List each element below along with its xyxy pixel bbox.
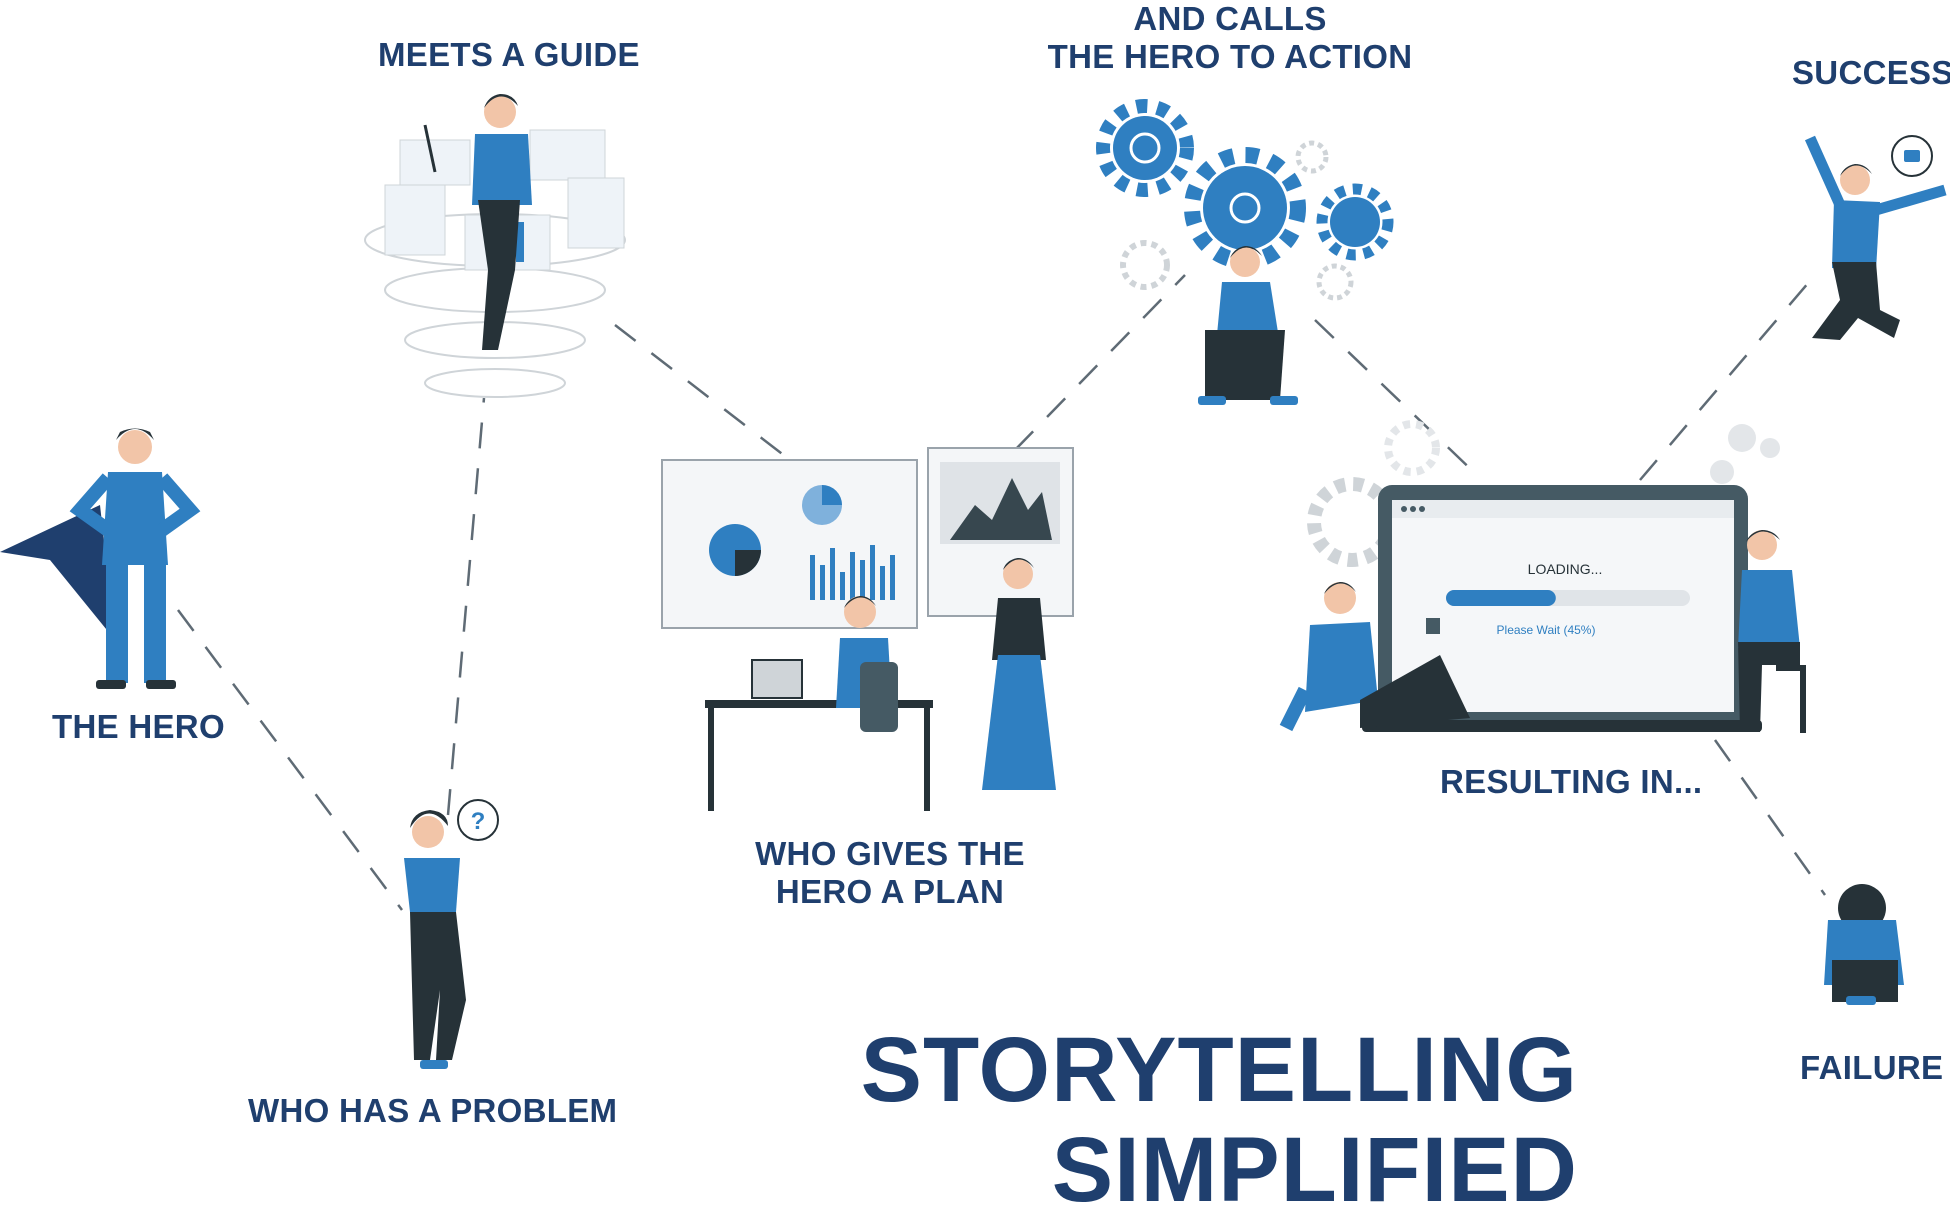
label-plan-line1: WHO GIVES THE	[755, 835, 1025, 872]
connector-plan-action	[1014, 274, 1186, 451]
connector-result-failure	[1713, 739, 1827, 896]
connector-problem-guide	[446, 397, 486, 816]
loading-heading: LOADING...	[1528, 561, 1603, 577]
label-action-line1: AND CALLS	[1133, 0, 1327, 37]
connector-hero-problem	[176, 609, 404, 911]
gear-icon	[1184, 147, 1306, 269]
gear-icon	[1096, 99, 1194, 197]
failure-figure	[1824, 884, 1904, 1005]
gear-icon	[1316, 183, 1394, 261]
problem-figure: ?	[404, 799, 499, 1069]
title-line1: STORYTELLING	[860, 1019, 1578, 1121]
progress-fill	[1446, 590, 1556, 606]
label-action-line2: THE HERO TO ACTION	[1047, 38, 1413, 75]
label-plan-line2: HERO A PLAN	[775, 873, 1005, 910]
guide-figure	[364, 94, 626, 398]
label-meets-a-guide: MEETS A GUIDE	[378, 36, 640, 73]
thumbs-up-icon	[1904, 150, 1920, 162]
label-failure: FAILURE	[1800, 1049, 1944, 1086]
plan-board-left	[661, 459, 918, 629]
label-the-hero: THE HERO	[52, 708, 225, 745]
label-who-has-a-problem: WHO HAS A PROBLEM	[248, 1092, 618, 1129]
label-success: SUCCESS	[1792, 54, 1950, 91]
hero-cape	[0, 505, 115, 640]
hero-head	[118, 430, 152, 464]
action-figure	[1096, 99, 1394, 405]
result-figure: LOADING... Please Wait (45%)	[1279, 420, 1806, 733]
question-mark: ?	[471, 808, 486, 835]
main-title: STORYTELLING SIMPLIFIED	[861, 1020, 1578, 1220]
label-who-gives-the-hero-a-plan: WHO GIVES THE HERO A PLAN	[700, 835, 1080, 911]
story-path	[176, 274, 1827, 911]
connector-result-success	[1639, 274, 1816, 481]
connector-action-result	[1314, 319, 1481, 479]
connector-guide-plan	[614, 324, 791, 461]
title-line2: SIMPLIFIED	[1051, 1119, 1578, 1221]
question-bubble	[457, 799, 499, 841]
hero-figure	[0, 428, 201, 689]
success-figure	[1804, 135, 1947, 340]
loading-subtext: Please Wait (45%)	[1497, 623, 1596, 637]
label-calls-hero-to-action: AND CALLS THE HERO TO ACTION	[1030, 0, 1430, 76]
hero-body	[102, 472, 168, 565]
label-resulting-in: RESULTING IN...	[1440, 763, 1703, 800]
plan-figure	[661, 447, 1074, 811]
